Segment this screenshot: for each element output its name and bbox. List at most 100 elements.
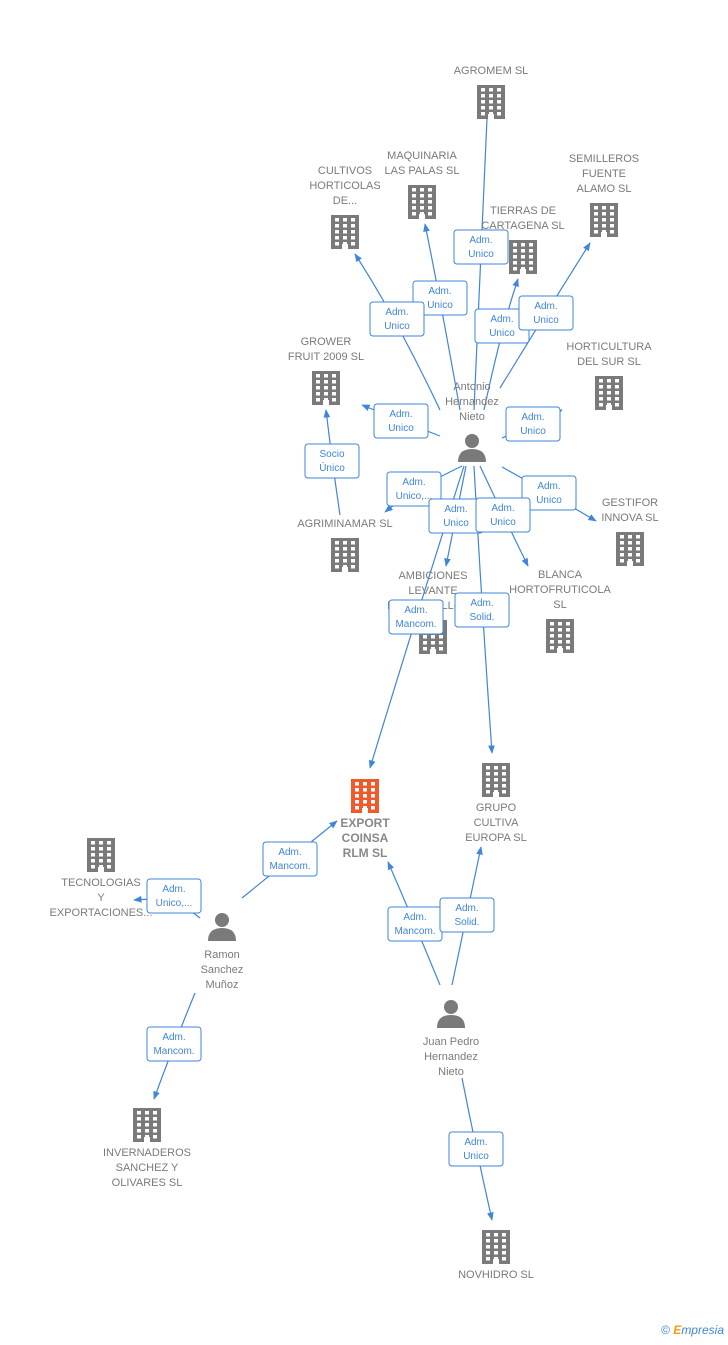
person-icon bbox=[458, 434, 486, 462]
edge-label-text: Adm. bbox=[162, 884, 185, 895]
building-icon bbox=[87, 838, 115, 872]
node-label: DE... bbox=[333, 195, 357, 207]
node-label: ALAMO SL bbox=[576, 183, 631, 195]
edge-label[interactable]: Adm. Mancom. bbox=[262, 841, 318, 877]
building-icon bbox=[331, 215, 359, 249]
edge-label-text: Único bbox=[319, 461, 345, 474]
edge-label-text: Adm. bbox=[278, 847, 301, 858]
edge-label[interactable]: Adm.Unico bbox=[474, 308, 530, 344]
node-label: AGROMEM SL bbox=[454, 65, 529, 77]
node-label: GESTIFOR bbox=[602, 497, 658, 509]
node-gestifor[interactable]: GESTIFOR INNOVA SL bbox=[601, 497, 659, 566]
building-icon bbox=[595, 376, 623, 410]
edge-label[interactable]: Adm.Solid. bbox=[454, 592, 510, 628]
edge-label-text: Adm. bbox=[389, 409, 412, 420]
footer-brand[interactable]: © Empresia bbox=[661, 1323, 724, 1337]
edge-label-text: Solid. bbox=[469, 612, 494, 623]
edge-label-text: Unico bbox=[463, 1151, 489, 1162]
node-label: Hernandez bbox=[424, 1051, 478, 1063]
edge-label[interactable]: Adm. Unico bbox=[428, 498, 484, 534]
node-label: EXPORT bbox=[340, 816, 390, 830]
node-agriminamar[interactable]: AGRIMINAMAR SL bbox=[297, 518, 393, 572]
edge-label[interactable]: Adm. Unico bbox=[448, 1131, 504, 1167]
building-icon bbox=[509, 240, 537, 274]
building-icon bbox=[312, 371, 340, 405]
edge-label-text: Unico,... bbox=[156, 898, 193, 909]
edge-label[interactable]: Adm. Unico bbox=[505, 406, 561, 442]
node-label: LAS PALAS SL bbox=[384, 165, 459, 177]
node-label: Ramon bbox=[204, 949, 239, 961]
node-label: RLM SL bbox=[343, 846, 388, 860]
edge-label[interactable]: Adm.Mancom. bbox=[388, 599, 444, 635]
edge-label-text: Mancom. bbox=[394, 926, 435, 937]
node-label: INVERNADEROS bbox=[103, 1147, 191, 1159]
edge-label-text: Adm. bbox=[464, 1137, 487, 1148]
edge-label[interactable]: Adm. Solid. bbox=[439, 897, 495, 933]
edge-label-text: Unico bbox=[388, 423, 414, 434]
edge-label[interactable]: Adm.Unico bbox=[518, 295, 574, 331]
node-label: EXPORTACIONES... bbox=[50, 907, 153, 919]
edge-label-text: Adm. bbox=[534, 301, 557, 312]
building-icon bbox=[590, 203, 618, 237]
node-label: TIERRAS DE bbox=[490, 205, 556, 217]
edge-label-text: Adm. bbox=[537, 481, 560, 492]
node-novhidro[interactable]: NOVHIDRO SL bbox=[458, 1230, 534, 1281]
edge-label-text: Solid. bbox=[454, 917, 479, 928]
node-label: Y bbox=[97, 892, 105, 904]
edge-label-text: Adm. bbox=[428, 286, 451, 297]
edge-label-text: Unico,... bbox=[396, 491, 433, 502]
person-icon bbox=[437, 1000, 465, 1028]
node-label: INNOVA SL bbox=[601, 512, 658, 524]
edge-label-text: Adm. bbox=[521, 412, 544, 423]
edge-label-text: Unico bbox=[490, 517, 516, 528]
node-cultivos[interactable]: CULTIVOSHORTICOLASDE... bbox=[309, 165, 381, 249]
edge-label-text: Adm. bbox=[469, 235, 492, 246]
node-label: CULTIVA bbox=[474, 817, 519, 829]
node-tecnologias[interactable]: TECNOLOGIASYEXPORTACIONES... bbox=[50, 838, 153, 919]
edge-label[interactable]: Adm. Unico,... bbox=[146, 878, 202, 914]
edge-label[interactable]: Adm. Unico bbox=[521, 475, 577, 511]
building-icon bbox=[477, 85, 505, 119]
node-label: Hernandez bbox=[445, 396, 499, 408]
node-agromem[interactable]: AGROMEM SL bbox=[454, 65, 529, 119]
edge-label[interactable]: Adm.Unico,... bbox=[386, 471, 442, 507]
edge-label[interactable]: Adm.Unico bbox=[475, 497, 531, 533]
node-label: Nieto bbox=[438, 1066, 464, 1078]
edge-label-text: Adm. bbox=[444, 504, 467, 515]
building-icon bbox=[351, 779, 379, 813]
node-label: NOVHIDRO SL bbox=[458, 1269, 534, 1281]
edge-label[interactable]: Adm. Unico bbox=[412, 280, 468, 316]
node-label: BLANCA bbox=[538, 569, 583, 581]
edge-label[interactable]: Adm.Mancom. bbox=[387, 906, 443, 942]
edge-label[interactable]: Adm.Unico bbox=[453, 229, 509, 265]
node-label: FUENTE bbox=[582, 168, 626, 180]
edge-label-text: Adm. bbox=[455, 903, 478, 914]
edge-label-text: Unico bbox=[536, 495, 562, 506]
edge-label-text: Unico bbox=[427, 300, 453, 311]
building-icon bbox=[408, 185, 436, 219]
edge-label-text: Unico bbox=[443, 518, 469, 529]
edge-label-text: Socio bbox=[319, 449, 344, 460]
node-label: SL bbox=[553, 599, 566, 611]
edge-label[interactable]: Adm.Unico bbox=[369, 301, 425, 337]
edge-label[interactable]: Adm.Mancom. bbox=[146, 1026, 202, 1062]
person-icon bbox=[208, 913, 236, 941]
edge-label-text: Unico bbox=[520, 426, 546, 437]
node-label: SANCHEZ Y bbox=[116, 1162, 179, 1174]
edge-label-text: Mancom. bbox=[269, 861, 310, 872]
edge-label[interactable]: Adm. Unico bbox=[373, 403, 429, 439]
